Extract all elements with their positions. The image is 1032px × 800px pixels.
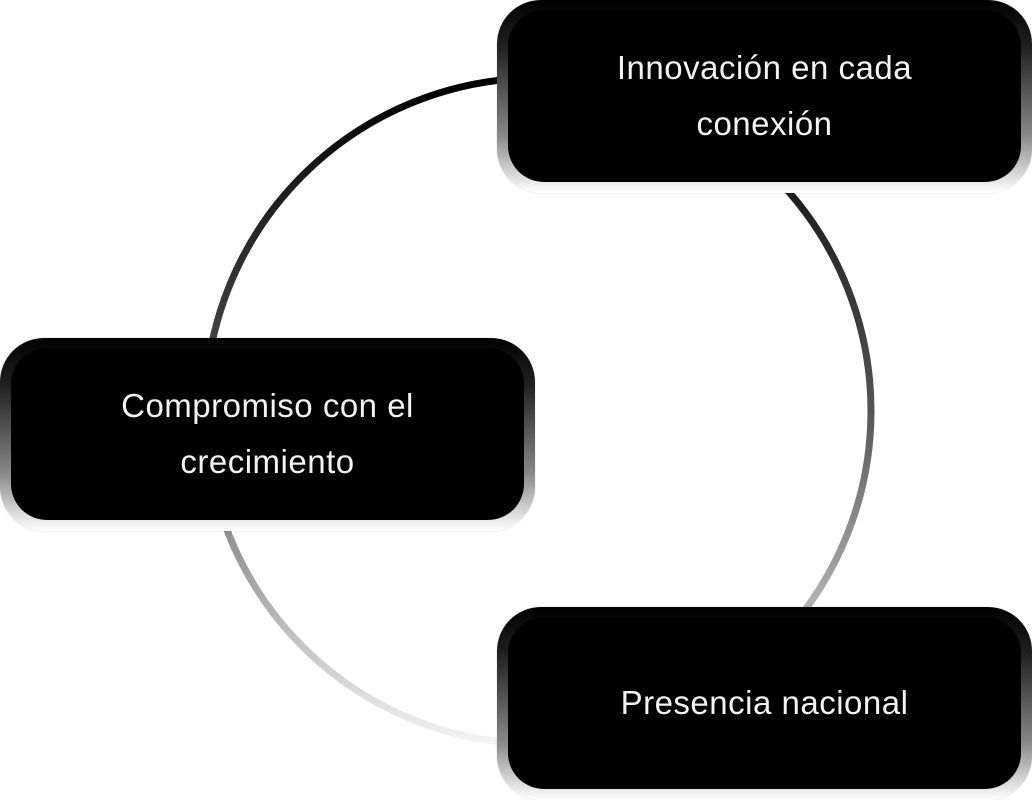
node-commitment: Compromiso con el crecimiento [0, 338, 535, 531]
node-presence: Presencia nacional [497, 607, 1032, 800]
node-label: Compromiso con el crecimiento [121, 387, 414, 480]
node-label: Presencia nacional [620, 684, 909, 721]
node-innovation: Innovación en cada conexión [497, 0, 1032, 193]
node-label: Innovación en cada conexión [616, 49, 913, 142]
